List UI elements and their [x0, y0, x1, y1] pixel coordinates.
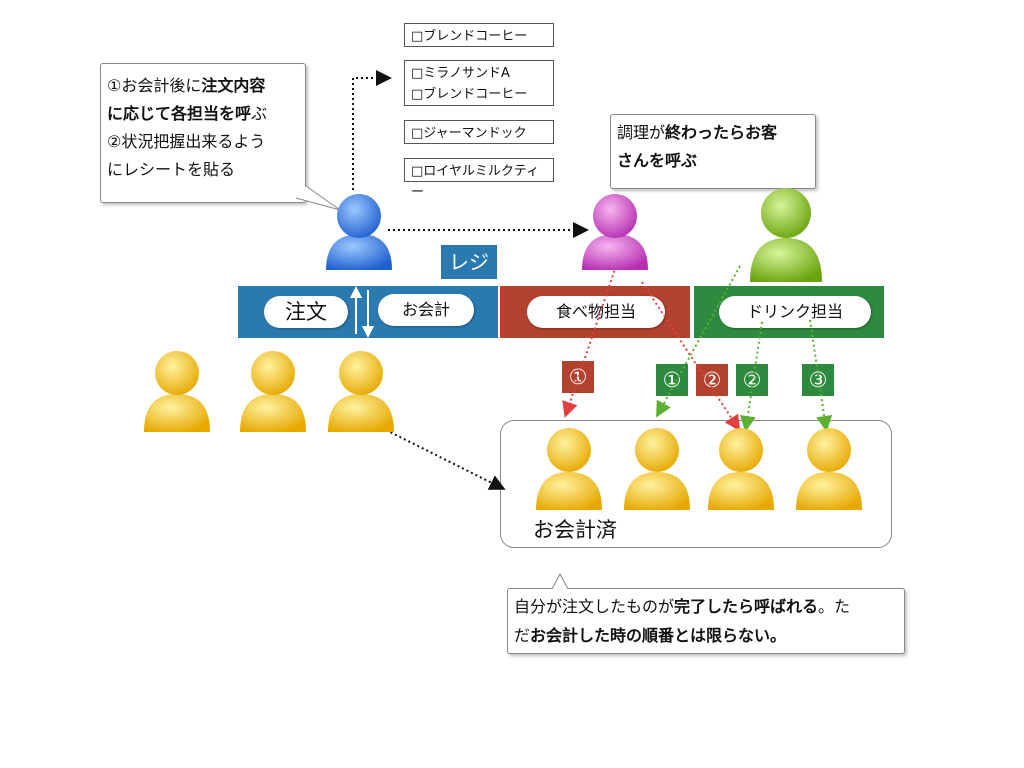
register-label: レジ: [441, 245, 497, 279]
arrow-to-receipts: [352, 70, 392, 190]
arrow-drink-call-1: [656, 265, 741, 418]
food-number-1: ①: [562, 361, 594, 393]
receipt-line: □ブレンドコーヒー: [411, 87, 528, 102]
waiting-customer-icon: [240, 351, 306, 432]
callout-cashier: ①お会計後に注文内容 に応じて各担当を呼ぶ ②状況把握出来るよう にレシートを貼…: [100, 63, 306, 203]
callout-text: 調理が: [617, 123, 666, 142]
checkout-pill: お会計: [378, 294, 474, 326]
checked-out-label: お会計済: [533, 518, 617, 542]
checked-out-customer-icon: [708, 428, 774, 510]
callout-text: ②状況把握出来るよう: [107, 132, 266, 151]
checked-out-customer-icon: [536, 428, 602, 510]
callout-text-bold: 注文内容: [201, 76, 266, 95]
callout-tail: [295, 185, 341, 211]
arrow-drink-call-2: [739, 321, 763, 432]
callout-text: 。た: [818, 597, 851, 616]
drink-number-2: ②: [736, 364, 768, 396]
receipt-3: □ジャーマンドック: [404, 120, 554, 144]
arrow-to-checked-out: [385, 429, 506, 490]
callout-text-bold: 完了したら呼ばれる: [674, 597, 819, 616]
arrow-drink-call-3: [809, 319, 833, 432]
drink-number-1: ①: [656, 364, 688, 396]
drink-band: ドリンク担当: [694, 286, 884, 338]
receipt-line: □ミラノサンドA: [411, 66, 510, 81]
food-staff-person-icon: [582, 194, 648, 270]
arrow-food-call-2: [641, 281, 741, 432]
callout-customer: 自分が注文したものが完了したら呼ばれる。た だお会計した時の順番とは限らない。: [507, 588, 905, 654]
waiting-customer-icon: [144, 351, 210, 432]
receipt-line: □ジャーマンドック: [411, 126, 527, 141]
arrow-food-call-1: [562, 265, 617, 418]
cashier-person-icon: [326, 194, 392, 270]
callout-text: ①お会計後に: [107, 76, 202, 95]
order-pill: 注文: [264, 296, 348, 328]
drink-pill: ドリンク担当: [719, 296, 871, 328]
receipt-2: □ミラノサンドA □ブレンドコーヒー: [404, 60, 554, 106]
checked-out-customer-icon: [624, 428, 690, 510]
checked-out-customer-icon: [796, 428, 862, 510]
callout-kitchen: 調理が終わったらお客 さんを呼ぶ: [610, 114, 816, 189]
receipt-line: □ロイヤルミルクティー: [411, 164, 540, 200]
callout-text-bold: お会計した時の順番とは限らない。: [530, 626, 787, 645]
receipt-4: □ロイヤルミルクティー: [404, 158, 554, 200]
callout-text: ぶ: [251, 104, 268, 123]
callout-text-bold: に応じて各担当を呼: [107, 104, 252, 123]
receipt-line: □ブレンドコーヒー: [411, 29, 528, 44]
callout-text: にレシートを貼る: [107, 160, 236, 179]
callout-text-bold: 終わったらお客: [665, 123, 778, 142]
waiting-customer-icon: [328, 351, 394, 432]
callout-text-bold: さんを呼ぶ: [617, 151, 698, 170]
callout-text: 自分が注文したものが: [514, 597, 675, 616]
callout-text: だ: [514, 626, 531, 645]
receipt-1: □ブレンドコーヒー: [404, 23, 554, 47]
food-number-2: ②: [696, 364, 728, 396]
drink-staff-person-icon: [750, 188, 822, 282]
callout-tail: [551, 572, 569, 590]
